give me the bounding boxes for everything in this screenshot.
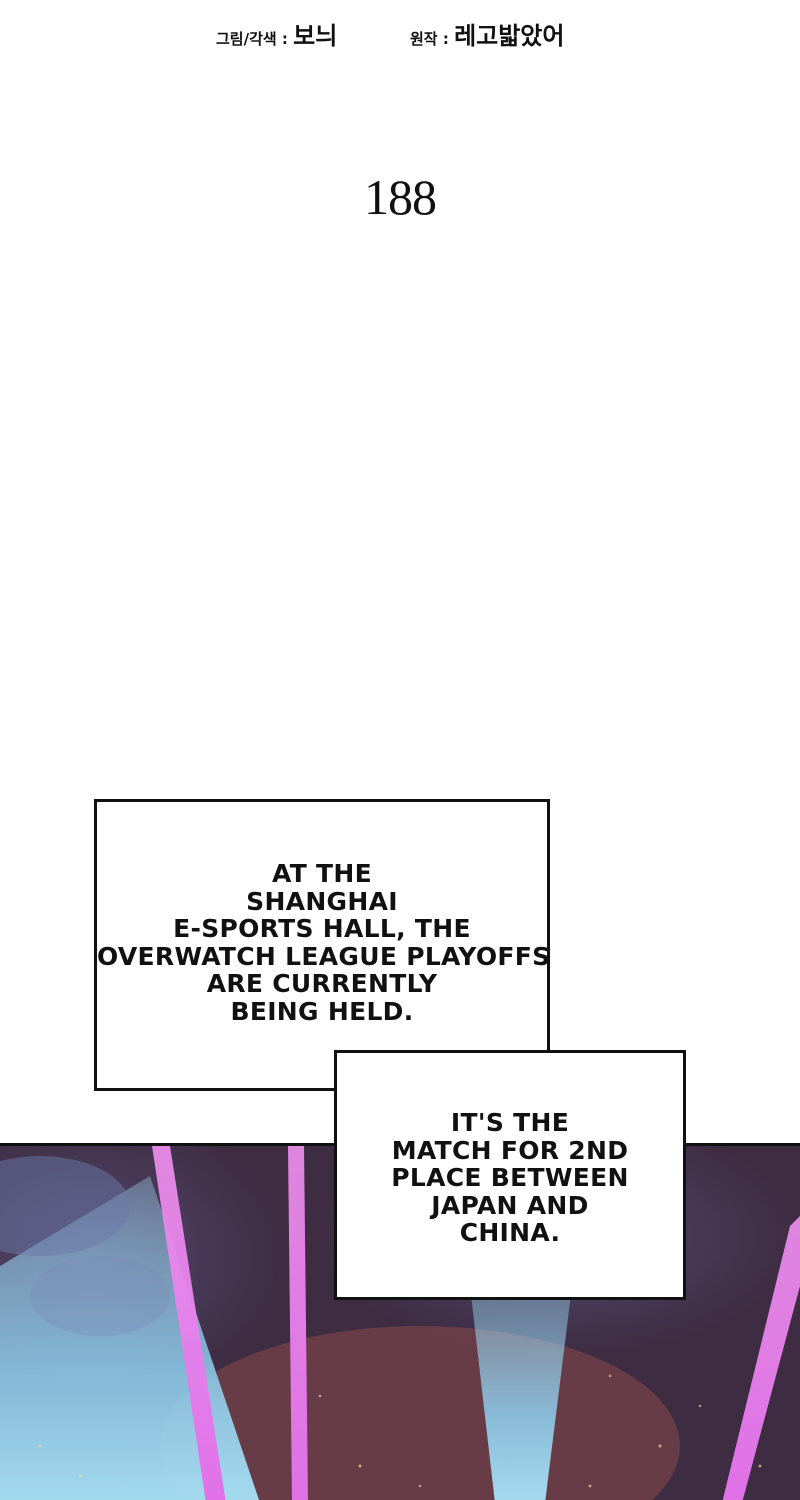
narration-text-2: IT'S THE MATCH FOR 2ND PLACE BETWEEN JAP… (337, 1109, 683, 1247)
smoke-cloud (30, 1256, 170, 1336)
pink-spotlight-beam (722, 1216, 800, 1500)
narration-line: AT THE (271, 859, 373, 888)
smoke-cloud (0, 1156, 130, 1256)
chapter-number: 188 (364, 169, 437, 225)
narration-line: ARE CURRENTLY (206, 969, 438, 998)
narration-line: MATCH FOR 2ND (391, 1135, 629, 1165)
caption-join (337, 1086, 547, 1096)
narration-line: PLACE BETWEEN (391, 1163, 629, 1192)
narration-line: OVERWATCH LEAGUE PLAYOFFS (97, 941, 551, 971)
pink-spotlight-beam (288, 1146, 308, 1500)
art-credit-role: 그림/각색 (216, 30, 277, 48)
art-credit-name: 보늬 (293, 22, 338, 50)
narration-line: JAPAN AND (431, 1190, 589, 1220)
story-credit-role: 원작 (410, 30, 438, 48)
credits-bar: 그림/각색 : 보늬 원작 : 레고밟았어 (0, 12, 800, 52)
narration-line: IT'S THE (450, 1108, 570, 1137)
narration-line: E-SPORTS HALL, THE (173, 914, 471, 943)
narration-line: CHINA. (459, 1218, 561, 1247)
narration-text-1: AT THE SHANGHAI E-SPORTS HALL, THE OVERW… (97, 859, 551, 1026)
art-credit-separator: : (276, 30, 294, 48)
story-credit-separator: : (437, 30, 455, 48)
blue-spotlight-beam (470, 1286, 572, 1500)
narration-box-1: AT THE SHANGHAI E-SPORTS HALL, THE OVERW… (94, 799, 550, 1091)
sparkle-field (38, 1374, 762, 1488)
narration-line: SHANGHAI (246, 886, 398, 916)
story-credit-name: 레고밟았어 (454, 22, 565, 50)
narration-line: BEING HELD. (230, 996, 414, 1026)
pink-spotlight-beam (152, 1146, 226, 1500)
story-credit: 원작 : 레고밟았어 (410, 16, 564, 51)
art-credit: 그림/각색 : 보늬 (216, 16, 337, 51)
